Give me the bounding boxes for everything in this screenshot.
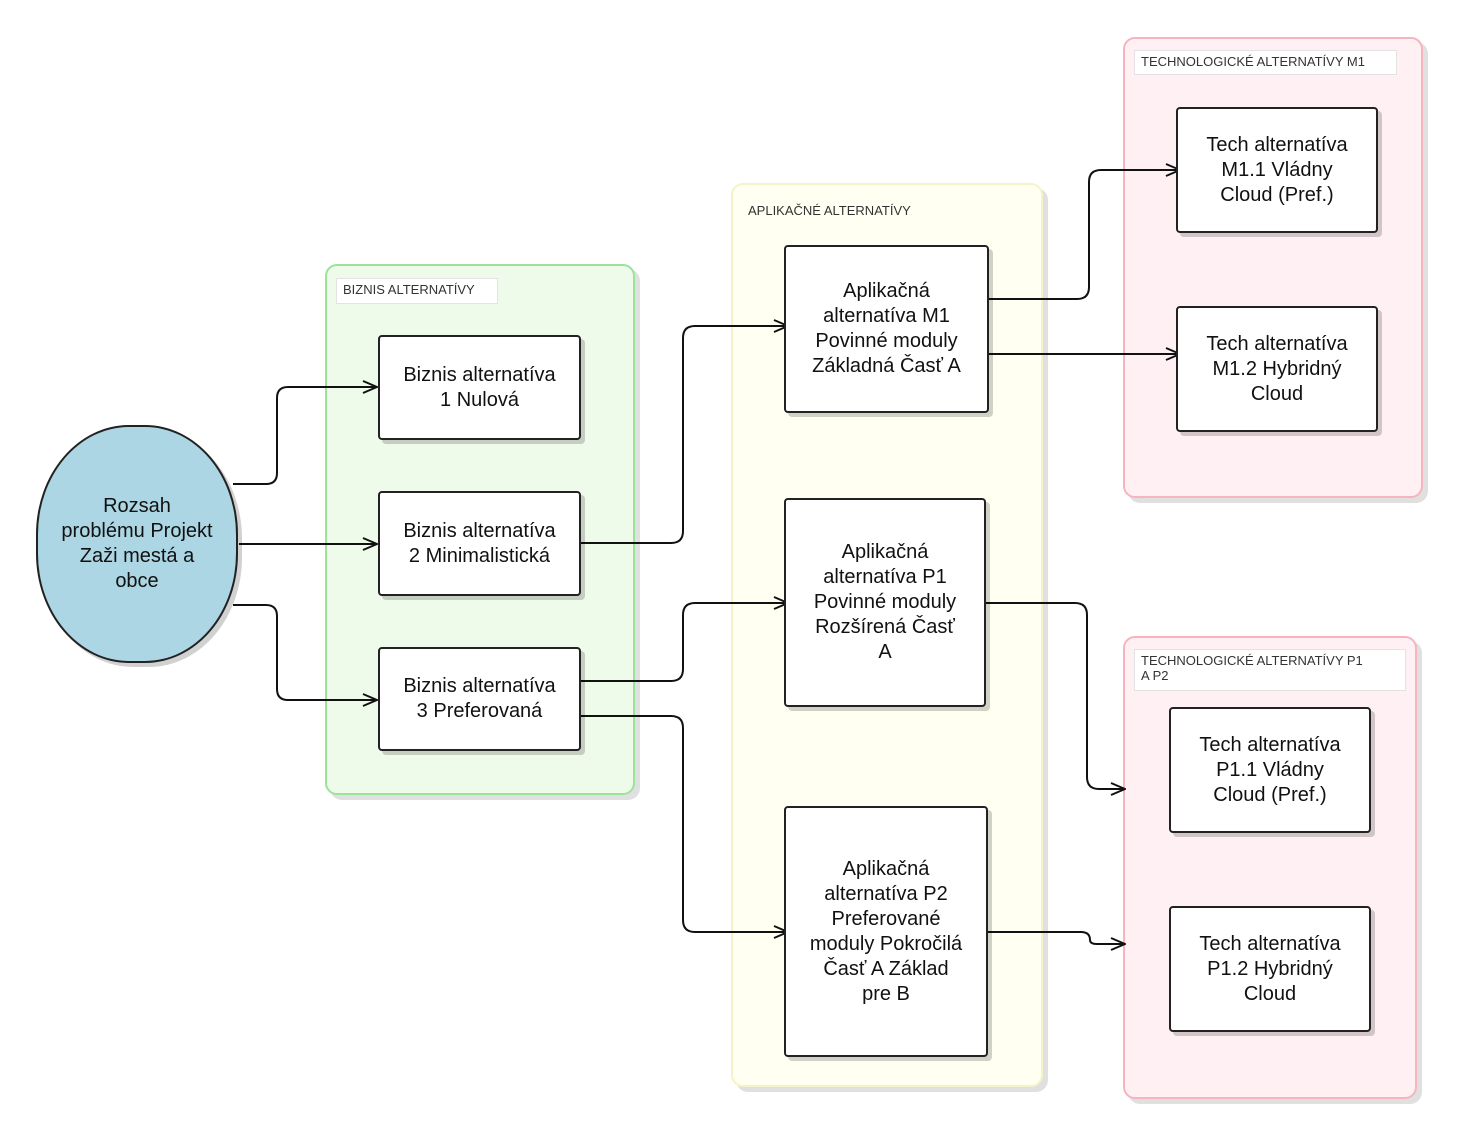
group-label-aplikacne: APLIKAČNÉ ALTERNATÍVY [748,203,911,218]
node-tech-p1-2[interactable]: Tech alternatíva P1.2 Hybridný Cloud [1169,906,1371,1032]
node-biznis-1[interactable]: Biznis alternatíva 1 Nulová [378,335,581,440]
node-biznis-2[interactable]: Biznis alternatíva 2 Minimalistická [378,491,581,596]
start-node-rozsah-problemu[interactable]: Rozsah problému Projekt Zaži mestá a obc… [36,425,238,663]
node-aplikacna-m1[interactable]: Aplikačná alternatíva M1 Povinné moduly … [784,245,989,413]
edge-m1-m11 [987,170,1180,300]
edge-b3-p1 [580,603,788,682]
edge-start-b1 [233,387,377,485]
node-aplikacna-p2[interactable]: Aplikačná alternatíva P2 Preferované mod… [784,806,988,1057]
node-tech-p1-1[interactable]: Tech alternatíva P1.1 Vládny Cloud (Pref… [1169,707,1371,833]
node-aplikacna-p1[interactable]: Aplikačná alternatíva P1 Povinné moduly … [784,498,986,707]
edge-p2-techp [987,931,1125,944]
node-tech-m1-1[interactable]: Tech alternatíva M1.1 Vládny Cloud (Pref… [1176,107,1378,233]
group-label-biznis: BIZNIS ALTERNATÍVY [336,278,498,304]
node-tech-m1-2[interactable]: Tech alternatíva M1.2 Hybridný Cloud [1176,306,1378,432]
edge-b3-p2 [580,715,788,932]
edge-p1-techp [985,602,1125,789]
edge-b2-m1 [580,326,788,544]
group-label-tech-m1: TECHNOLOGICKÉ ALTERNATÍVY M1 [1134,50,1397,75]
node-biznis-3[interactable]: Biznis alternatíva 3 Preferovaná [378,647,581,751]
edge-start-b3 [233,604,377,700]
group-label-tech-p: TECHNOLOGICKÉ ALTERNATÍVY P1 A P2 [1134,649,1406,691]
